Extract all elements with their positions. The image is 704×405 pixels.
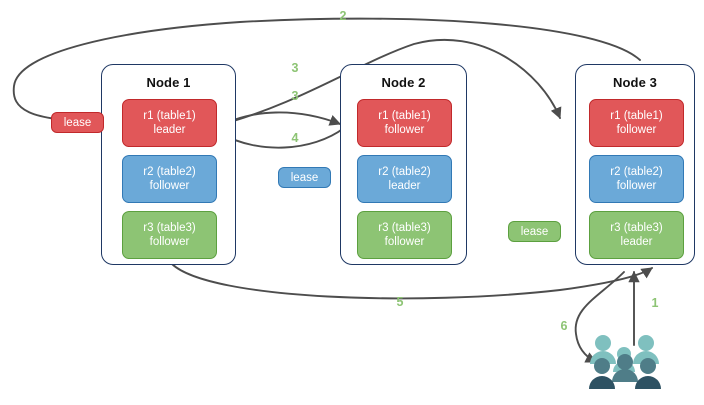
replica-line1: r3 (table3) bbox=[378, 221, 431, 234]
node-3-title: Node 3 bbox=[613, 75, 657, 90]
arrow-step-2 bbox=[12, 17, 641, 128]
lease-label: lease bbox=[520, 225, 549, 238]
node-1-replica-r3[interactable]: r3 (table3) follower bbox=[122, 211, 217, 259]
node-2-title: Node 2 bbox=[381, 75, 426, 90]
replica-line2: follower bbox=[616, 124, 657, 136]
replica-line2: follower bbox=[384, 124, 425, 136]
replica-line1: r2 (table2) bbox=[143, 165, 196, 178]
step-label-3a: 3 bbox=[291, 61, 299, 75]
replica-line2: follower bbox=[149, 180, 190, 192]
node-2-container[interactable]: Node 2 r1 (table1) follower r2 (table2) … bbox=[340, 64, 467, 265]
replica-line1: r2 (table2) bbox=[610, 165, 663, 178]
replica-line2: follower bbox=[149, 236, 190, 248]
node-3-replica-r2[interactable]: r2 (table2) follower bbox=[589, 155, 684, 203]
replica-line1: r3 (table3) bbox=[610, 221, 663, 234]
lease-table2-badge[interactable]: lease bbox=[278, 167, 331, 188]
node-1-replica-r1[interactable]: r1 (table1) leader bbox=[122, 99, 217, 147]
people-front-row-dark bbox=[589, 376, 661, 389]
step-label-4: 4 bbox=[291, 131, 299, 145]
node-3-container[interactable]: Node 3 r1 (table1) follower r2 (table2) … bbox=[575, 64, 695, 265]
node-2-replica-r1[interactable]: r1 (table1) follower bbox=[357, 99, 452, 147]
replica-line1: r1 (table1) bbox=[143, 109, 196, 122]
arrow-step-5 bbox=[171, 263, 653, 300]
node-1-title: Node 1 bbox=[146, 75, 191, 90]
lease-label: lease bbox=[63, 116, 92, 129]
node-1-container[interactable]: Node 1 r1 (table1) leader r2 (table2) fo… bbox=[101, 64, 236, 265]
node-2-replica-r2[interactable]: r2 (table2) leader bbox=[357, 155, 452, 203]
step-label-1: 1 bbox=[651, 296, 659, 310]
step-label-5: 5 bbox=[396, 295, 404, 309]
step-label-6: 6 bbox=[560, 319, 568, 333]
people-front-row-mid bbox=[594, 354, 656, 382]
replica-line2: leader bbox=[620, 236, 653, 248]
replica-line2: follower bbox=[616, 180, 657, 192]
replica-line2: follower bbox=[384, 236, 425, 248]
step-label-3b: 3 bbox=[291, 89, 299, 103]
replica-line1: r2 (table2) bbox=[378, 165, 431, 178]
lease-table3-badge[interactable]: lease bbox=[508, 221, 561, 242]
replica-line2: leader bbox=[388, 180, 421, 192]
people-group-icon bbox=[589, 335, 661, 389]
node-1-replica-r2[interactable]: r2 (table2) follower bbox=[122, 155, 217, 203]
node-2-replica-r3[interactable]: r3 (table3) follower bbox=[357, 211, 452, 259]
step-label-2: 2 bbox=[339, 9, 347, 23]
arrow-step-4 bbox=[221, 127, 345, 149]
node-3-replica-r3[interactable]: r3 (table3) leader bbox=[589, 211, 684, 259]
replica-line2: leader bbox=[153, 124, 186, 136]
replica-line1: r1 (table1) bbox=[610, 109, 663, 122]
node-3-replica-r1[interactable]: r1 (table1) follower bbox=[589, 99, 684, 147]
replica-line1: r1 (table1) bbox=[378, 109, 431, 122]
lease-table1-badge[interactable]: lease bbox=[51, 112, 104, 133]
lease-label: lease bbox=[290, 171, 319, 184]
arrow-step-3-upper bbox=[215, 38, 562, 127]
replica-line1: r3 (table3) bbox=[143, 221, 196, 234]
arrow-step-6 bbox=[574, 271, 625, 363]
